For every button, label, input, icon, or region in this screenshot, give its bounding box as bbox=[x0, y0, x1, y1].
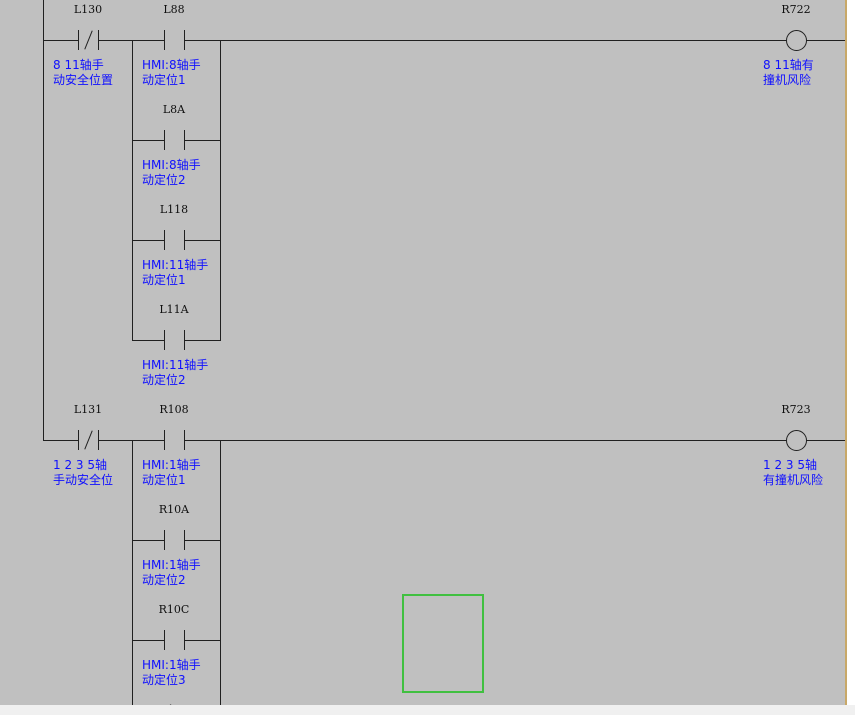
contact-comment: HMI:1轴手 动定位3 bbox=[142, 658, 201, 687]
nc-contact-left-bar[interactable] bbox=[78, 430, 79, 450]
rung-wire bbox=[806, 440, 845, 441]
rung-wire bbox=[220, 40, 786, 41]
rung-wire bbox=[43, 440, 78, 441]
branch-left-rail bbox=[132, 440, 133, 705]
selection-cursor[interactable] bbox=[402, 594, 484, 693]
contact-address: R10A bbox=[158, 503, 190, 516]
branch-wire bbox=[132, 240, 164, 241]
contact-address: L130 bbox=[73, 3, 103, 16]
contact-address: R108 bbox=[159, 403, 189, 416]
contact-comment: HMI:1轴手 动定位1 bbox=[142, 458, 201, 487]
output-coil[interactable] bbox=[786, 430, 807, 451]
branch-wire bbox=[184, 140, 220, 141]
contact-address: L118 bbox=[159, 203, 189, 216]
coil-comment: 8 11轴有 撞机风险 bbox=[763, 58, 814, 87]
window-edge bbox=[845, 0, 847, 705]
nc-contact-left-bar[interactable] bbox=[78, 30, 79, 50]
contact-address: R10E bbox=[144, 703, 204, 705]
output-coil[interactable] bbox=[786, 30, 807, 51]
branch-wire bbox=[184, 640, 220, 641]
rung-wire bbox=[220, 440, 786, 441]
no-contact-left-bar[interactable] bbox=[164, 330, 165, 350]
branch-wire bbox=[184, 340, 220, 341]
contact-address: L8A bbox=[162, 103, 186, 116]
no-contact-left-bar[interactable] bbox=[164, 530, 165, 550]
no-contact-left-bar[interactable] bbox=[164, 230, 165, 250]
nc-contact-slash bbox=[84, 30, 93, 50]
contact-comment: 1 2 3 5轴 手动安全位 bbox=[53, 458, 114, 487]
branch-right-rail bbox=[220, 40, 221, 341]
left-power-rail bbox=[43, 0, 44, 441]
no-contact-left-bar[interactable] bbox=[164, 430, 165, 450]
no-contact-left-bar[interactable] bbox=[164, 630, 165, 650]
no-contact-left-bar[interactable] bbox=[164, 130, 165, 150]
contact-address: L88 bbox=[163, 3, 185, 16]
branch-wire bbox=[132, 340, 164, 341]
contact-address: R10C bbox=[158, 603, 190, 616]
nc-contact-slash bbox=[84, 430, 93, 450]
contact-comment: HMI:8轴手 动定位2 bbox=[142, 158, 201, 187]
coil-address: R722 bbox=[781, 3, 811, 16]
contact-comment: HMI:8轴手 动定位1 bbox=[142, 58, 201, 87]
horizontal-scroll-area[interactable] bbox=[0, 705, 855, 715]
contact-comment: HMI:1轴手 动定位2 bbox=[142, 558, 201, 587]
coil-comment: 1 2 3 5轴 有撞机风险 bbox=[763, 458, 824, 487]
no-contact-left-bar[interactable] bbox=[164, 30, 165, 50]
contact-comment: 8 11轴手 动安全位置 bbox=[53, 58, 114, 87]
branch-wire bbox=[184, 240, 220, 241]
coil-address: R723 bbox=[781, 403, 811, 416]
contact-comment: HMI:11轴手 动定位2 bbox=[142, 358, 209, 387]
rung-wire bbox=[98, 40, 164, 41]
branch-wire bbox=[132, 140, 164, 141]
branch-wire bbox=[132, 640, 164, 641]
branch-wire bbox=[184, 40, 220, 41]
rung-wire bbox=[43, 40, 78, 41]
branch-left-rail bbox=[132, 40, 133, 341]
contact-comment: HMI:11轴手 动定位1 bbox=[142, 258, 209, 287]
rung-wire bbox=[98, 440, 164, 441]
branch-wire bbox=[184, 540, 220, 541]
branch-right-rail bbox=[220, 440, 221, 705]
rung-wire bbox=[806, 40, 845, 41]
contact-address: L131 bbox=[73, 403, 103, 416]
branch-wire bbox=[132, 540, 164, 541]
branch-wire bbox=[184, 440, 220, 441]
contact-address: L11A bbox=[159, 303, 189, 316]
